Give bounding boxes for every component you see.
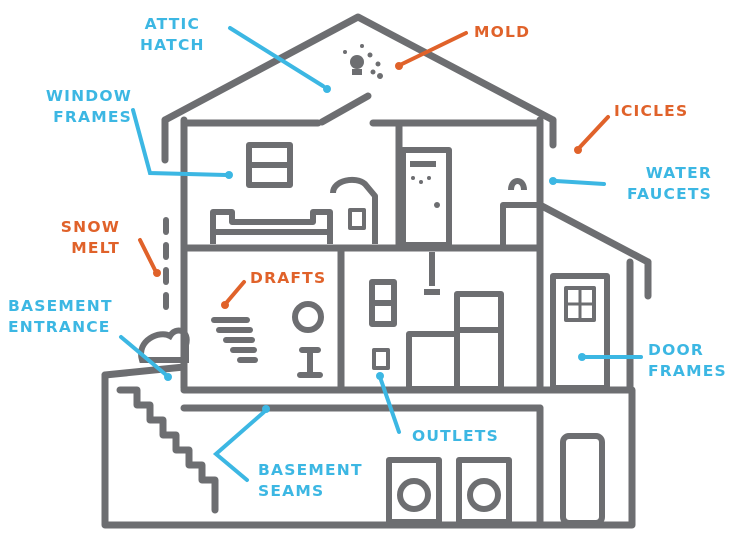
- window-frames-leader: [131, 108, 228, 177]
- outlets-leader: [379, 378, 401, 434]
- shower-icon: [400, 147, 452, 248]
- snow-pile-icon: [138, 327, 190, 363]
- wall-outlet-upstairs: [348, 208, 366, 230]
- dryer-icon: [456, 457, 512, 525]
- water-faucets-leader: [554, 179, 606, 186]
- basement-entrance-leader: [119, 335, 167, 376]
- attic-ladder: [318, 92, 372, 126]
- wall-mirror-icon: [292, 301, 324, 333]
- water-heater-icon: [560, 433, 605, 526]
- drafts-leader: [225, 280, 246, 304]
- attic-bulb-base: [352, 69, 362, 75]
- basement-seams-leader: [212, 410, 266, 482]
- attic-hatch-leader: [228, 26, 325, 88]
- bed-icon: [210, 209, 333, 244]
- plant-icon: [297, 347, 323, 378]
- basement-stairs: [116, 386, 219, 514]
- outlets-label: OUTLETS: [412, 427, 499, 445]
- icicles-label: ICICLES: [614, 102, 689, 120]
- mold-leader: [400, 31, 468, 66]
- wall-outlet-kitchen: [372, 348, 390, 370]
- washer-icon: [386, 457, 442, 525]
- icicles-leader: [578, 115, 610, 149]
- refrigerator-icon: [454, 291, 504, 392]
- drafts-label: DRAFTS: [250, 269, 327, 287]
- snow-melt-leader: [138, 238, 157, 272]
- mold-label: MOLD: [474, 23, 531, 41]
- attic-bulb-icon: [350, 55, 364, 69]
- front-door-icon: [550, 273, 610, 391]
- basement-outline: [101, 371, 636, 529]
- main-roof: [161, 13, 557, 124]
- floor-lamp-icon: [330, 176, 378, 244]
- kitchen-cabinet-icon: [406, 331, 460, 392]
- extension-roof: [536, 201, 652, 266]
- bath-faucet-icon: [500, 202, 541, 246]
- pendant-light-icon: [424, 252, 440, 295]
- basement-top-left: [101, 363, 188, 379]
